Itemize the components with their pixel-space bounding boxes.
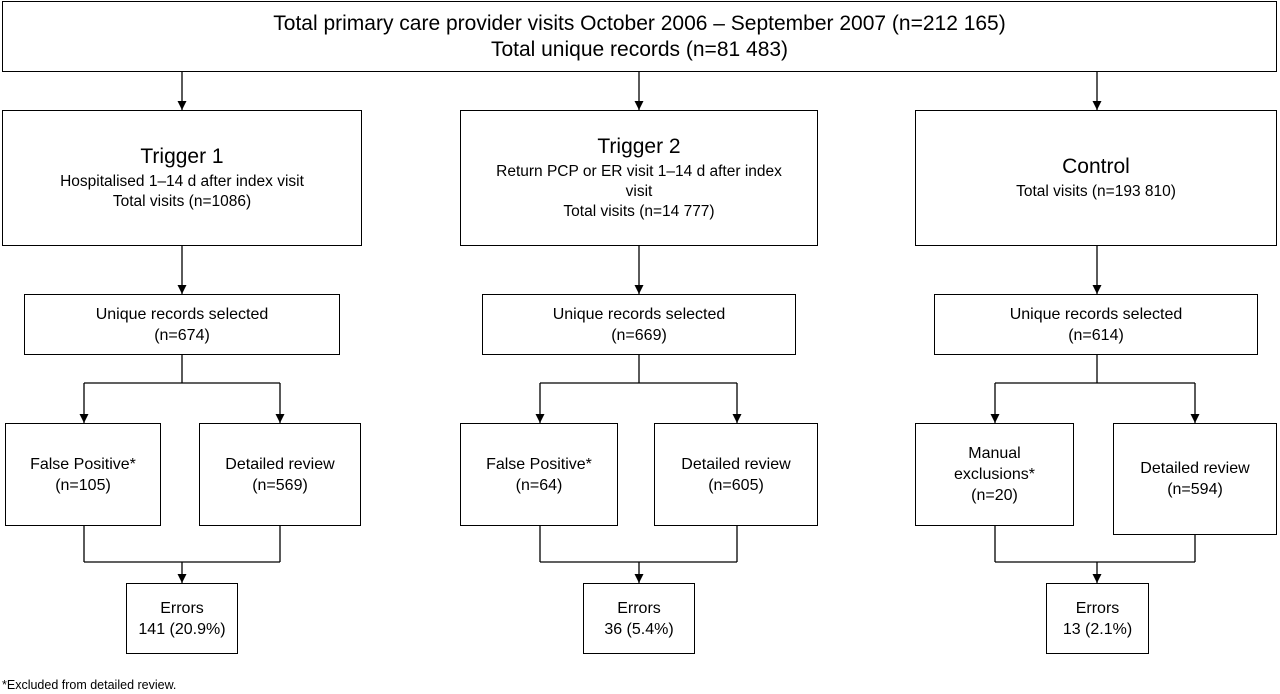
- control-unique-label: Unique records selected: [1009, 305, 1183, 323]
- trigger2-description-line1: Return PCP or ER visit 1–14 d after inde…: [496, 163, 782, 180]
- trigger2-errors-count: 36 (5.4%): [604, 620, 674, 638]
- control-exclusions-line1: Manual: [968, 445, 1021, 462]
- control-title: Control: [1062, 155, 1130, 178]
- total-visits-text: Total primary care provider visits Octob…: [273, 11, 1006, 35]
- trigger1-false-positive-box: False Positive* (n=105): [5, 423, 161, 526]
- trigger2-review-box: Detailed review (n=605): [654, 423, 818, 526]
- trigger1-unique-count: (n=674): [154, 326, 210, 344]
- control-review-box: Detailed review (n=594): [1113, 423, 1277, 535]
- trigger1-fp-label: False Positive*: [30, 455, 136, 473]
- trigger2-review-count: (n=605): [708, 476, 764, 494]
- control-total: Total visits (n=193 810): [1016, 183, 1176, 200]
- trigger2-box: Trigger 2 Return PCP or ER visit 1–14 d …: [460, 110, 818, 246]
- trigger2-review-label: Detailed review: [681, 455, 791, 473]
- trigger2-errors-label: Errors: [617, 599, 661, 617]
- trigger2-unique-count: (n=669): [611, 326, 667, 344]
- trigger2-title: Trigger 2: [597, 135, 681, 158]
- trigger1-review-box: Detailed review (n=569): [199, 423, 361, 526]
- trigger2-description-line2: visit: [625, 183, 653, 200]
- trigger2-unique-box: Unique records selected (n=669): [482, 294, 796, 355]
- trigger2-fp-label: False Positive*: [486, 455, 592, 473]
- control-exclusions-box: Manual exclusions* (n=20): [915, 423, 1074, 526]
- trigger2-fp-count: (n=64): [515, 476, 563, 494]
- trigger1-errors-count: 141 (20.9%): [138, 620, 226, 638]
- control-review-count: (n=594): [1167, 481, 1223, 498]
- control-box: Control Total visits (n=193 810): [915, 110, 1277, 246]
- trigger1-review-count: (n=569): [252, 476, 308, 494]
- trigger2-false-positive-box: False Positive* (n=64): [460, 423, 618, 526]
- trigger1-unique-box: Unique records selected (n=674): [24, 294, 340, 355]
- total-records-text: Total unique records (n=81 483): [490, 37, 789, 61]
- control-review-label: Detailed review: [1140, 460, 1250, 477]
- footnote: *Excluded from detailed review.: [2, 678, 177, 692]
- control-errors-count: 13 (2.1%): [1062, 620, 1133, 638]
- trigger1-fp-count: (n=105): [55, 476, 111, 494]
- control-exclusions-line2: exclusions*: [954, 466, 1035, 483]
- control-errors-box: Errors 13 (2.1%): [1046, 583, 1149, 654]
- trigger2-unique-label: Unique records selected: [552, 305, 726, 323]
- trigger1-errors-label: Errors: [160, 599, 204, 617]
- total-visits-box: Total primary care provider visits Octob…: [2, 1, 1277, 72]
- trigger1-box: Trigger 1 Hospitalised 1–14 d after inde…: [2, 110, 362, 246]
- trigger1-total: Total visits (n=1086): [112, 193, 252, 210]
- trigger1-unique-label: Unique records selected: [95, 305, 269, 323]
- control-unique-count: (n=614): [1068, 326, 1124, 344]
- trigger1-review-label: Detailed review: [225, 455, 335, 473]
- control-exclusions-count: (n=20): [971, 487, 1018, 504]
- control-unique-box: Unique records selected (n=614): [934, 294, 1258, 355]
- trigger1-title: Trigger 1: [140, 145, 224, 168]
- trigger2-total: Total visits (n=14 777): [563, 203, 715, 220]
- control-errors-label: Errors: [1075, 599, 1120, 617]
- trigger1-errors-box: Errors 141 (20.9%): [126, 583, 238, 654]
- trigger1-description: Hospitalised 1–14 d after index visit: [60, 173, 304, 190]
- trigger2-errors-box: Errors 36 (5.4%): [583, 583, 695, 654]
